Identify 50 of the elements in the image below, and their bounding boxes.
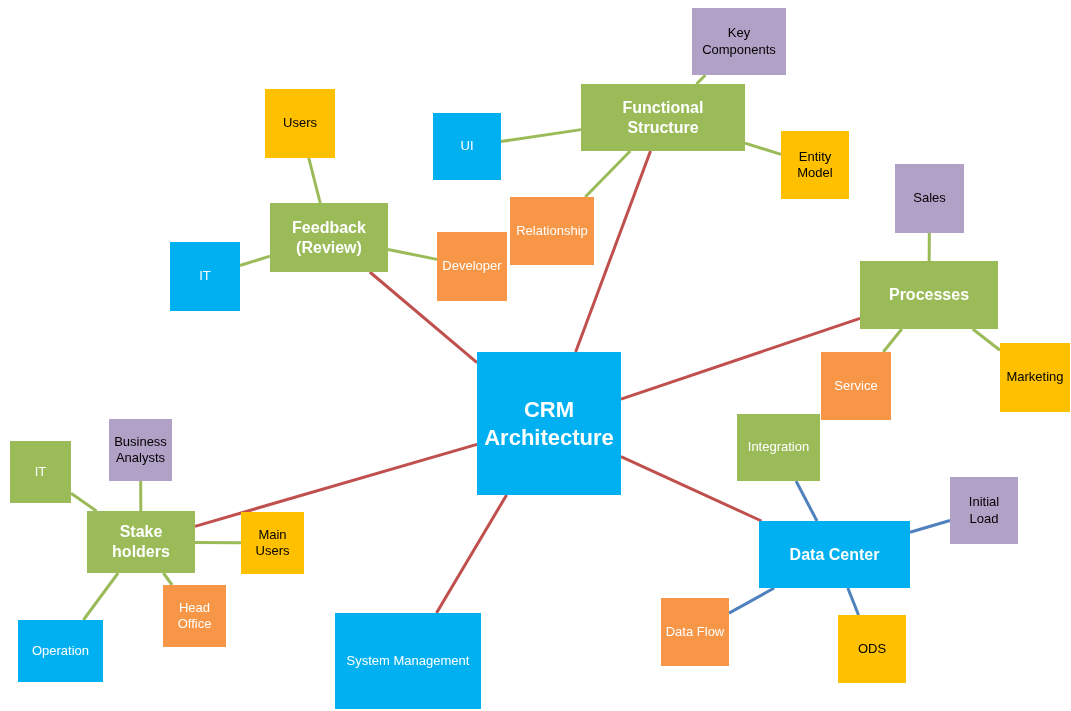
connector-line xyxy=(620,455,763,523)
connector-line xyxy=(195,540,241,545)
connector-line xyxy=(435,494,508,614)
topic-box: Feedback (Review) xyxy=(270,203,388,272)
connector-line xyxy=(239,254,271,267)
connector-line xyxy=(728,586,775,615)
topic-box: Main Users xyxy=(241,512,304,574)
topic-box: Data Center xyxy=(759,521,910,588)
connector-line xyxy=(162,572,174,586)
topic-box: IT xyxy=(10,441,71,503)
connector-line xyxy=(500,128,582,143)
connector-line xyxy=(82,572,120,621)
topic-box: Developer xyxy=(437,232,507,301)
topic-box: Users xyxy=(265,89,335,158)
connector-line xyxy=(794,480,819,522)
topic-box: Processes xyxy=(860,261,998,329)
connector-line xyxy=(307,157,322,204)
connector-line xyxy=(574,150,652,353)
topic-box: ODS xyxy=(838,615,906,683)
connector-line xyxy=(194,442,478,528)
topic-box: Marketing xyxy=(1000,343,1070,412)
connector-line xyxy=(846,587,860,616)
topic-box: Operation xyxy=(18,620,103,682)
topic-box: Functional Structure xyxy=(581,84,745,151)
connector-line xyxy=(139,481,143,511)
topic-box: Head Office xyxy=(163,585,226,647)
topic-box: Key Components xyxy=(692,8,786,75)
connector-line xyxy=(584,149,632,199)
connector-line xyxy=(368,270,478,364)
topic-box: Integration xyxy=(737,414,820,481)
topic-box: System Management xyxy=(335,613,481,709)
topic-box: Stake holders xyxy=(87,511,195,573)
connector-line xyxy=(387,248,438,261)
connector-line xyxy=(927,233,931,261)
connector-line xyxy=(971,327,1001,352)
topic-box: CRM Architecture xyxy=(477,352,621,495)
connector-line xyxy=(70,492,98,513)
topic-box: Initial Load xyxy=(950,477,1018,544)
connector-line xyxy=(744,141,782,156)
topic-box: IT xyxy=(170,242,240,311)
connector-line xyxy=(909,519,951,534)
topic-box: Business Analysts xyxy=(109,419,172,481)
topic-box: UI xyxy=(433,113,501,180)
connector-line xyxy=(882,328,903,353)
topic-box: Sales xyxy=(895,164,964,233)
topic-box: Relationship xyxy=(510,197,594,265)
topic-box: Entity Model xyxy=(781,131,849,199)
topic-box: Service xyxy=(821,352,891,420)
topic-box: Data Flow xyxy=(661,598,729,666)
connector-line xyxy=(620,316,861,401)
